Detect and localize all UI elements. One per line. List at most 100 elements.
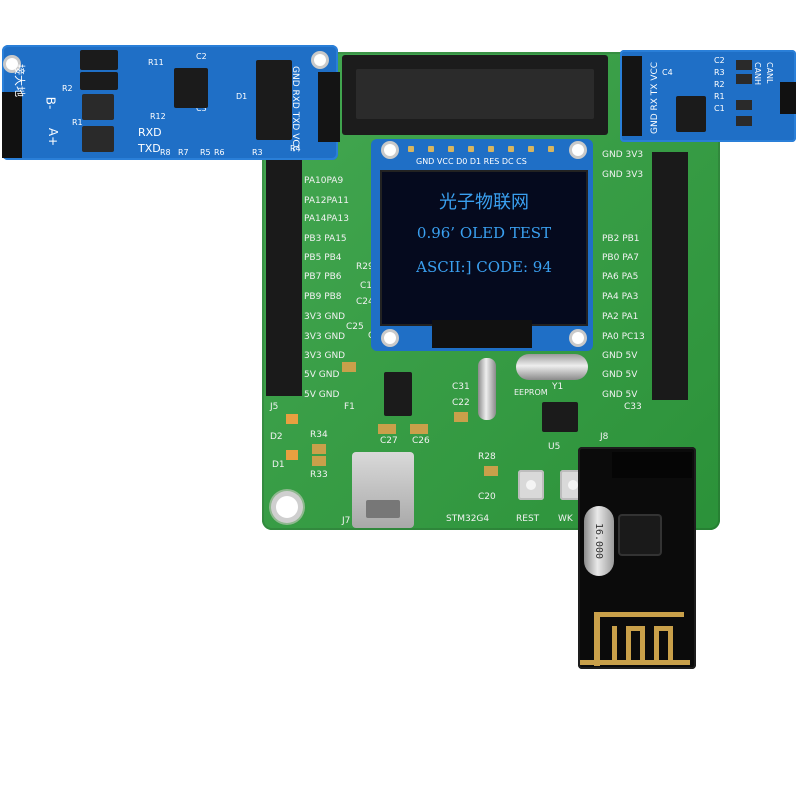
crystal-label: Y1 <box>552 382 564 392</box>
rs485-logic-chip <box>256 60 292 140</box>
smd-component <box>342 362 356 372</box>
eeprom-chip <box>542 402 578 432</box>
smd-component <box>312 444 326 454</box>
oled-screen: 光子物联网 0.96’ OLED TEST ASCII:] CODE: 94 <box>380 170 588 326</box>
can-smd <box>736 60 752 70</box>
can-bus-label: CANH <box>753 62 762 86</box>
rs485-mark: B- <box>43 96 58 110</box>
can-pins: GND RX TX VCC <box>650 61 660 134</box>
pin-label: PB2 PB1 <box>602 234 640 244</box>
ref-label: R33 <box>310 470 328 480</box>
rs485-mark: C3 <box>196 104 207 113</box>
rs485-mark: R6 <box>214 148 225 157</box>
usb-connector <box>352 452 414 528</box>
ref-label: R29 <box>356 262 374 272</box>
ref-label: J8 <box>600 432 609 442</box>
rs485-screw-terminal <box>2 92 22 158</box>
ref-label: C31 <box>452 382 470 392</box>
rs485-mount-hole <box>6 58 18 70</box>
can-bus-label: CANL <box>765 62 774 84</box>
ref-label: U5 <box>548 442 561 452</box>
rs485-mark: R2 <box>62 84 73 93</box>
oled-mount-hole <box>384 332 396 344</box>
oled-pin-labels: GND VCC D0 D1 RES DC CS <box>416 157 527 166</box>
ref-label: C1 <box>360 281 373 291</box>
pin-label: GND 5V <box>602 370 638 380</box>
pin-label: PB7 PB6 <box>304 272 342 282</box>
rs485-title: 接大地 <box>13 64 26 97</box>
rs485-transceiver-chip <box>174 68 208 108</box>
rs485-mark: R7 <box>178 148 189 157</box>
rs485-diode <box>80 50 118 70</box>
can-smd <box>736 100 752 110</box>
pin-label: PA10PA9 <box>304 176 344 186</box>
oled-mount-hole <box>384 144 396 156</box>
can-smd <box>736 74 752 84</box>
rs485-mark: C2 <box>196 52 207 61</box>
oled-mount-hole <box>572 144 584 156</box>
ref-label: C22 <box>452 398 470 408</box>
rs485-mark: RXD <box>138 126 162 139</box>
led-d1 <box>286 450 298 460</box>
usb-label: J7 <box>342 516 351 526</box>
can-bus-terminal <box>780 82 796 114</box>
rs485-mark: R4 <box>290 144 301 153</box>
pin-label: PA4 PA3 <box>602 292 639 302</box>
ref-label: C33 <box>624 402 642 412</box>
pin-label: PA12PA11 <box>304 196 349 206</box>
rs485-mark: R8 <box>160 148 171 157</box>
eeprom-label: EEPROM <box>514 388 548 397</box>
oled-line-1: 光子物联网 <box>439 192 529 213</box>
ref-label: F1 <box>344 402 355 412</box>
reset-label: REST <box>516 514 540 524</box>
can-mark: C4 <box>662 68 673 77</box>
ref-label: J5 <box>270 402 279 412</box>
rs485-fuse <box>82 126 114 152</box>
box-header-j6 <box>342 55 608 135</box>
pin-label: GND 5V <box>602 390 638 400</box>
wake-label: WK <box>558 514 573 524</box>
ref-label: D2 <box>270 432 283 442</box>
pin-label: 3V3 GND <box>304 332 346 342</box>
rs485-mount-hole <box>314 54 326 66</box>
pin-label: GND 3V3 <box>602 150 644 160</box>
voltage-regulator <box>384 372 412 416</box>
pin-label: 5V GND <box>304 370 340 380</box>
pin-label: GND 5V <box>602 351 638 361</box>
can-mark: R1 <box>714 92 725 101</box>
nrf24-crystal: 16.000 <box>584 506 614 576</box>
pin-label: GND 3V3 <box>602 170 644 180</box>
oled-mount-hole <box>572 332 584 344</box>
rs485-tvs <box>80 72 118 90</box>
ref-label: C26 <box>412 436 430 446</box>
ref-label: C20 <box>478 492 496 502</box>
led-d2 <box>286 414 298 424</box>
rs485-mark: R11 <box>148 58 164 67</box>
can-module <box>620 50 796 142</box>
can-mark: R2 <box>714 80 725 89</box>
rs485-mark: R1 <box>72 118 83 127</box>
ref-label: D1 <box>272 460 285 470</box>
rs485-mark: R12 <box>150 112 166 121</box>
rs485-mark: R5 <box>200 148 211 157</box>
can-mark: C1 <box>714 104 725 113</box>
can-mark: R3 <box>714 68 725 77</box>
oled-line-2: 0.96’ OLED TEST <box>416 224 552 242</box>
rs485-mark: R3 <box>252 148 263 157</box>
nrf24-rf-chip <box>620 516 660 554</box>
right-pin-header <box>652 152 688 400</box>
smd-component <box>378 424 396 434</box>
pin-label: 3V3 GND <box>304 351 346 361</box>
smd-component <box>454 412 468 422</box>
smd-component <box>484 466 498 476</box>
left-pin-header <box>266 160 302 396</box>
ref-label: C24 <box>356 297 374 307</box>
rs485-mark: TXD <box>138 142 161 155</box>
can-pin-header <box>622 56 642 136</box>
pin-label: PB3 PA15 <box>304 234 347 244</box>
smd-component <box>410 424 428 434</box>
pin-label: 3V3 GND <box>304 312 346 322</box>
pin-label: PB0 PA7 <box>602 253 639 263</box>
reset-button[interactable] <box>518 470 544 500</box>
crystal-y1 <box>516 354 588 380</box>
